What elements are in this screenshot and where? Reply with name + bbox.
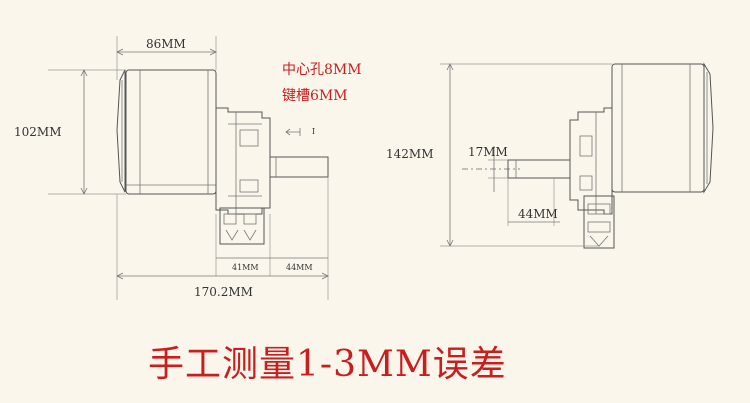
right-motor-view: [440, 62, 714, 249]
dim-shaft-44: 44MM: [518, 207, 558, 221]
dim-height-102: 102MM: [14, 125, 61, 139]
dim-width-86: 86MM: [146, 37, 186, 51]
caption: 手工测量1-3MM误差: [148, 344, 507, 385]
svg-text:I: I: [312, 127, 315, 136]
keyway-label: 键槽6MM: [282, 88, 348, 104]
left-motor-view: I: [48, 36, 329, 300]
center-hole-label: 中心孔8MM: [282, 62, 362, 78]
dim-total-length: 170.2MM: [194, 285, 253, 299]
dim-seg-44-left: 44MM: [286, 263, 313, 272]
dim-height-142: 142MM: [386, 147, 433, 161]
dim-seg-41: 41MM: [232, 263, 259, 272]
dim-shaft-17: 17MM: [468, 145, 508, 159]
